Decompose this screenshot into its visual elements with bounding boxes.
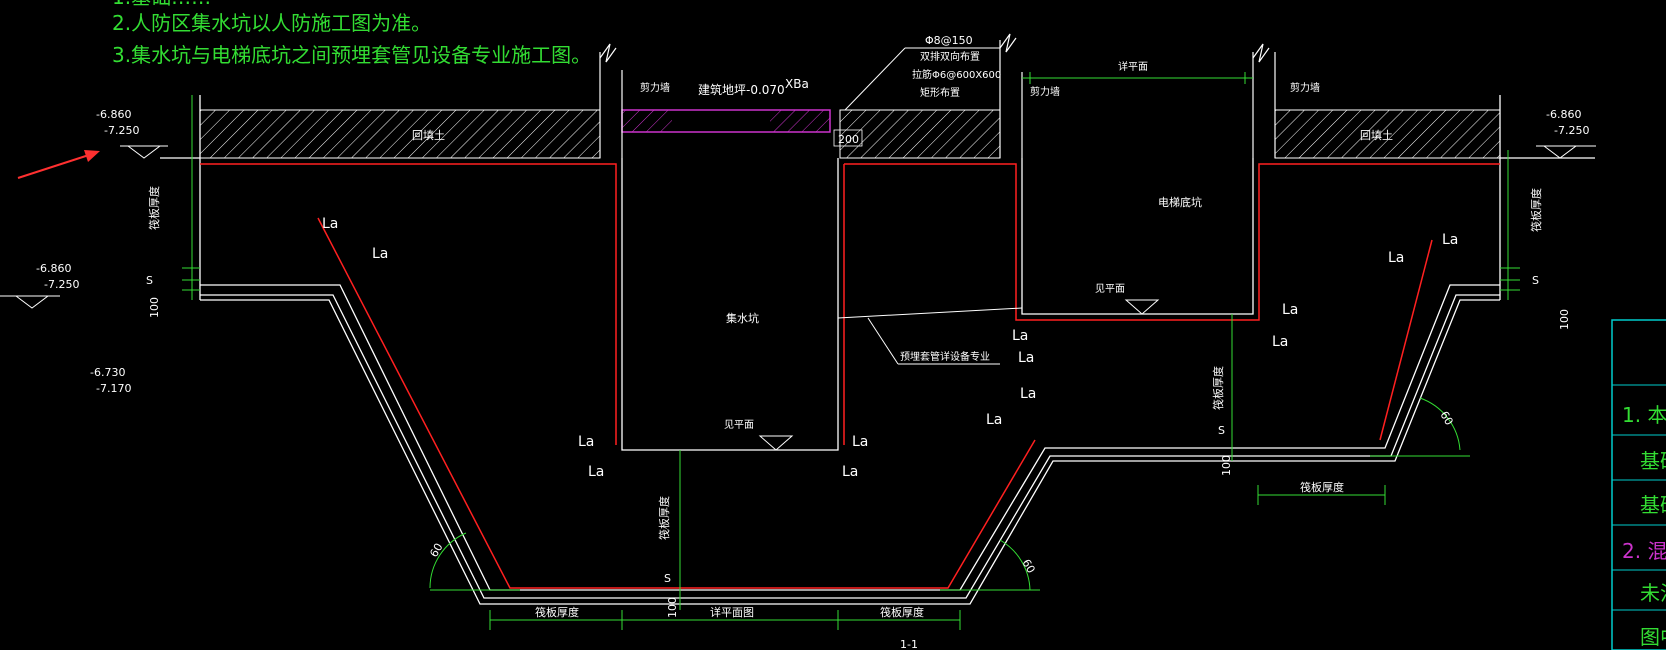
level-far-left: -6.860 -7.250 (0, 262, 79, 309)
shear-wall-label-2: 剪力墙 (1030, 85, 1060, 98)
level-left-top: -6.860 (96, 108, 131, 121)
table-row-1: 1. 本 (1622, 403, 1666, 427)
note-line-3: 3.集水坑与电梯底坑之间预埋套管见设备专业施工图。 (112, 43, 591, 67)
detail-plan-bottom: 详平面图 (710, 605, 754, 619)
la-a: La (322, 216, 338, 232)
level-left: -6.860 -7.250 (96, 108, 168, 159)
table-row-4: 2. 混凝 (1622, 539, 1666, 563)
shear-wall-label-3: 剪力墙 (1290, 81, 1320, 94)
dim-100-right: 100 (1558, 309, 1571, 330)
table-row-3: 基础 (1640, 493, 1666, 517)
shear-wall-label-1: 剪力墙 (640, 81, 670, 94)
dim-s-bottom: S (664, 572, 671, 585)
dim-100-mid: 100 (1220, 455, 1233, 476)
la-h: La (1018, 350, 1034, 366)
note-line-2: 2.人防区集水坑以人防施工图为准。 (112, 11, 431, 35)
level-low-top: -6.730 (90, 366, 125, 379)
la-j: La (1272, 334, 1288, 350)
level-right-bot: -7.250 (1554, 124, 1589, 137)
shear-walls (599, 33, 1276, 158)
angle-right: 60 (1437, 409, 1455, 428)
level-triangle-elevator (1124, 299, 1160, 315)
la-i: La (1282, 302, 1298, 318)
angle-mid: 60 (1019, 557, 1037, 576)
elevator-pit-label: 电梯底坑 (1158, 195, 1202, 209)
top-detail-dim (1022, 72, 1253, 84)
la-e: La (852, 434, 868, 450)
building-elev-label: 建筑地坪-0.070 (698, 82, 785, 97)
table-row-2: 基础 (1640, 449, 1666, 473)
backfill-right: 回填土 (1274, 109, 1501, 159)
level-right: -6.860 -7.250 (1536, 108, 1596, 159)
detail-plan-top-label: 详平面 (1118, 60, 1148, 73)
backfill-center (839, 109, 1001, 159)
rebar-note-4: 矩形布置 (920, 86, 960, 99)
la-c: La (578, 434, 594, 450)
dim-100-left: 100 (148, 297, 161, 318)
sleeve-note: 预埋套管详设备专业 (900, 350, 990, 363)
notes-table: 1. 本 基础 基础 2. 混凝 未注 图中 (1611, 319, 1666, 650)
level-right-top: -6.860 (1546, 108, 1581, 121)
pit-concrete-outline (160, 95, 1595, 605)
level-far-left-bot: -7.250 (44, 278, 79, 291)
see-plan-label-2: 见平面 (1095, 283, 1125, 295)
raft-thick-left: 筏板厚度 (147, 186, 161, 230)
backfill-left: 回填土 (199, 109, 601, 159)
sump-pit-label: 集水坑 (726, 311, 759, 325)
level-far-left-top: -6.860 (36, 262, 71, 275)
rebar-note-2: 双排双向布置 (920, 50, 980, 63)
la-g: La (1012, 328, 1028, 344)
sleeve-leader (837, 307, 1023, 365)
table-row-6: 图中 (1640, 625, 1666, 649)
la-l: La (986, 412, 1002, 428)
section-mark: 1-1 (900, 638, 918, 650)
dimension-lines (182, 95, 1520, 630)
angle-left: 60 (427, 541, 445, 560)
la-n: La (1442, 232, 1458, 248)
level-triangle-sump (758, 435, 794, 451)
raft-thick-mid: 筏板厚度 (657, 496, 671, 540)
backfill-right-label: 回填土 (1360, 128, 1393, 142)
rebar-note-3: 拉筋Φ6@600X600 (912, 68, 1001, 81)
red-arrow (17, 150, 100, 179)
la-d: La (588, 464, 604, 480)
la-b: La (372, 246, 388, 262)
level-low: -6.730 -7.170 (90, 366, 131, 395)
rebar-note: Φ8@150 双排双向布置 拉筋Φ6@600X600 矩形布置 200 (833, 34, 1001, 147)
dim-s-right: S (1532, 274, 1539, 287)
raft-thick-right: 筏板厚度 (1529, 188, 1543, 232)
raft-thick-right-dim: 筏板厚度 (1300, 480, 1344, 494)
dim-s-mid: S (1218, 424, 1225, 437)
table-row-5: 未注 (1640, 581, 1666, 605)
la-f: La (842, 464, 858, 480)
note-line-1: 1.基础…… (112, 0, 211, 9)
xba-label: XBa (785, 77, 809, 91)
dim-s-left: S (146, 274, 153, 287)
dim-100-bottom: 100 (666, 597, 679, 618)
raft-thick-bottom-left: 筏板厚度 (535, 605, 579, 619)
level-low-bot: -7.170 (96, 382, 131, 395)
la-k: La (1020, 386, 1036, 402)
backfill-left-label: 回填土 (412, 128, 445, 142)
raft-thick-bottom-right: 筏板厚度 (880, 605, 924, 619)
see-plan-label-1: 见平面 (724, 419, 754, 431)
rebar-note-1: Φ8@150 (925, 34, 973, 47)
la-m: La (1388, 250, 1404, 266)
raft-thick-elev: 筏板厚度 (1211, 366, 1225, 410)
rebar-lines (200, 163, 1500, 589)
level-left-bot: -7.250 (104, 124, 139, 137)
dim-200: 200 (838, 133, 859, 146)
